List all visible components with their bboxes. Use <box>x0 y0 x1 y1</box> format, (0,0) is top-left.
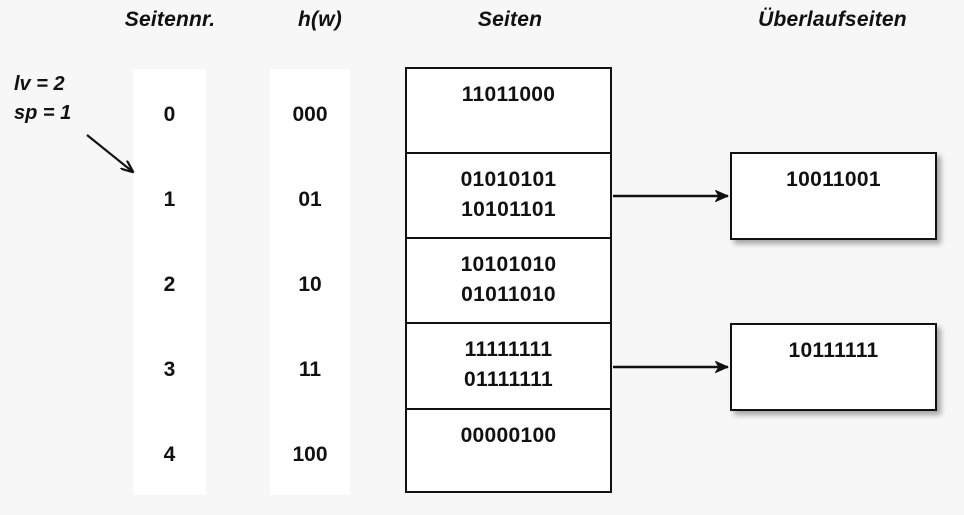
record-value: 10111111 <box>788 339 879 362</box>
column-header-page-number: Seitennr. <box>124 8 216 31</box>
hash-value-cell: 10 <box>298 273 322 296</box>
page-number-cell: 1 <box>163 188 176 211</box>
record-value: 10101010 <box>460 253 557 276</box>
column-header-pages: Seiten <box>477 8 543 31</box>
hash-parameters: lv = 2 sp = 1 <box>14 70 71 128</box>
page-number-column: 0 1 2 3 4 <box>133 69 206 495</box>
split-pointer-label: sp = 1 <box>14 102 72 124</box>
hash-value-cell: 100 <box>292 443 328 466</box>
hash-value-cell: 000 <box>292 103 328 126</box>
hash-value-cell: 11 <box>298 358 322 381</box>
record-value: 01011010 <box>461 283 556 306</box>
record-value: 00000100 <box>460 424 557 447</box>
page-number-cell: 4 <box>163 443 176 466</box>
page-number-cell: 2 <box>163 273 176 296</box>
overflow-page-box: 10111111 <box>730 323 937 411</box>
overflow-page-box: 10011001 <box>730 152 937 240</box>
column-header-hash: h(w) <box>298 8 342 31</box>
record-value: 01010101 <box>460 168 557 191</box>
page-number-cell: 3 <box>163 358 176 381</box>
split-pointer-arrow <box>86 134 133 172</box>
record-value: 11111111 <box>464 338 553 361</box>
record-value: 11011000 <box>461 83 556 106</box>
page-bucket-row: 11011000 <box>407 69 610 154</box>
pages-table: 11011000 01010101 10101101 10101010 0101… <box>405 67 612 493</box>
hash-value-cell: 01 <box>298 188 322 211</box>
page-bucket-row: 01010101 10101101 <box>407 154 610 239</box>
hash-value-column: 000 01 10 11 100 <box>270 69 350 495</box>
record-value: 10011001 <box>786 168 881 191</box>
page-bucket-row: 00000100 <box>407 410 610 495</box>
page-number-cell: 0 <box>163 103 176 126</box>
record-value: 01111111 <box>464 368 553 391</box>
column-header-overflow-pages: Überlaufseiten <box>758 8 907 31</box>
record-value: 10101101 <box>461 198 556 221</box>
page-bucket-row: 10101010 01011010 <box>407 239 610 324</box>
level-label: lv = 2 <box>14 73 65 95</box>
page-bucket-row: 11111111 01111111 <box>407 324 610 410</box>
